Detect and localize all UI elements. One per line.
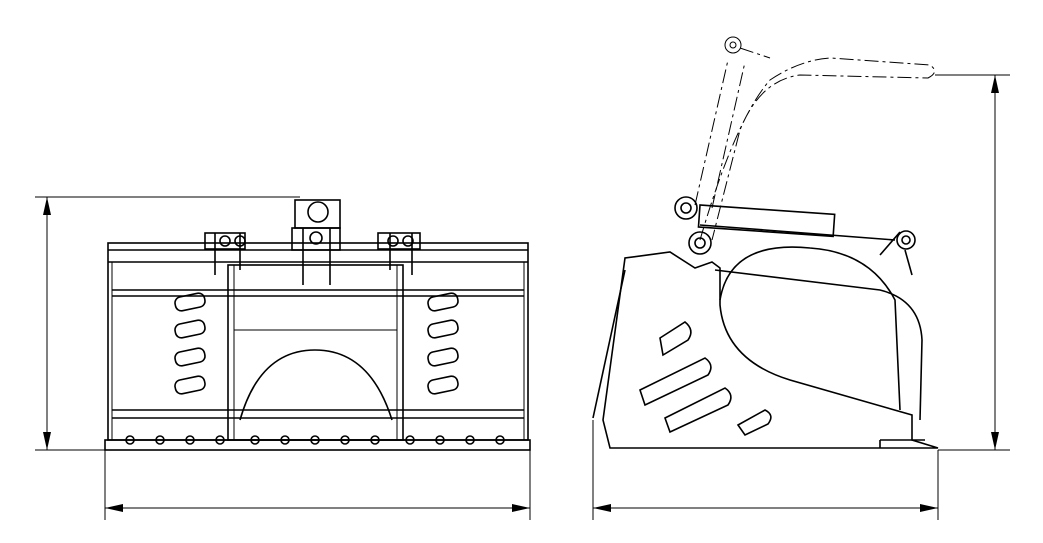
front-view bbox=[104, 199, 531, 451]
side-view bbox=[592, 36, 939, 449]
teeth bbox=[125, 435, 505, 445]
hinge-brackets bbox=[204, 199, 421, 285]
dimensions bbox=[35, 74, 1010, 520]
right-slots bbox=[427, 292, 459, 395]
left-slots bbox=[174, 292, 206, 395]
